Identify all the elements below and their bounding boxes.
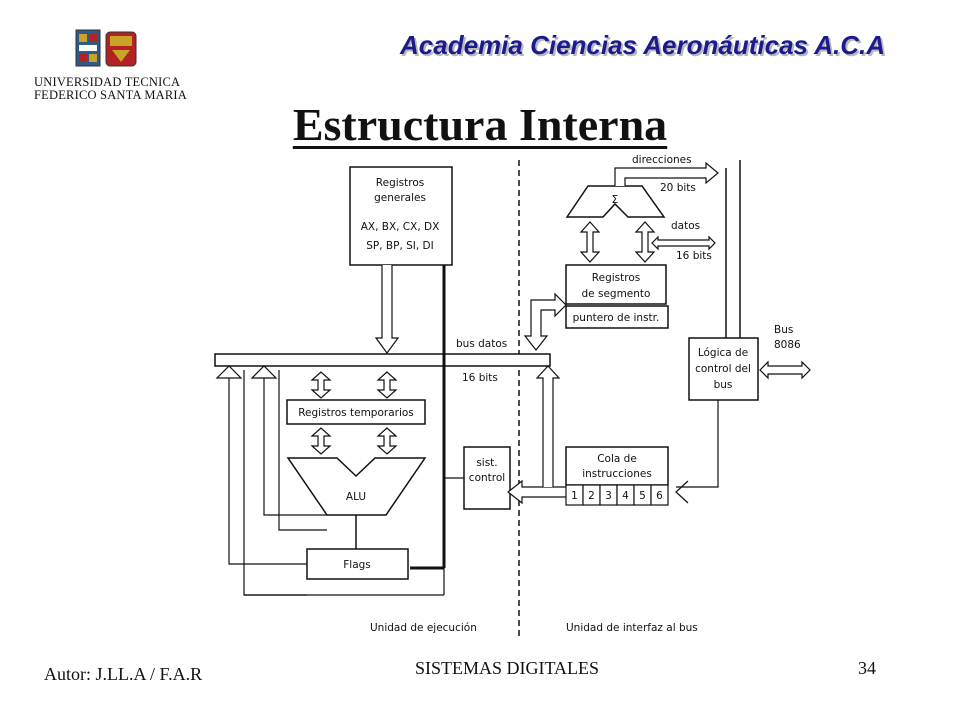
registros-temporarios-label: Registros temporarios <box>298 407 414 419</box>
cola-line-2: instrucciones <box>582 468 652 480</box>
cola-slot-2: 2 <box>588 490 595 502</box>
cola-line-1: Cola de <box>597 453 637 465</box>
logica-control-line-2: control del <box>695 363 751 375</box>
alu-shape <box>286 457 427 516</box>
registros-generales-line-2: generales <box>374 192 426 204</box>
registros-temporarios-box <box>286 399 426 425</box>
direcciones-label: direcciones <box>632 154 692 166</box>
dir-bits-label: 20 bits <box>660 182 696 194</box>
cola-slot-4: 4 <box>622 490 629 502</box>
puntero-instr-box <box>565 305 669 329</box>
flags-box <box>306 548 409 580</box>
logica-control-line-1: Lógica de <box>698 347 748 359</box>
university-logo <box>34 26 184 106</box>
registros-segmento-line-1: Registros <box>592 272 640 284</box>
university-name: UNIVERSIDAD TECNICA FEDERICO SANTA MARIA <box>34 75 188 102</box>
logica-control-box <box>688 337 759 401</box>
footer-course: SISTEMAS DIGITALES <box>415 658 600 678</box>
cola-slot-6: 6 <box>656 490 663 502</box>
university-line-1: UNIVERSIDAD TECNICA <box>34 75 181 89</box>
logica-control-line-3: bus <box>714 379 733 391</box>
sist-control-line-1: sist. <box>476 457 497 469</box>
academia-heading: Academia Ciencias Aeronáuticas A.C.A <box>400 30 886 60</box>
sigma-adder <box>565 185 666 218</box>
diagram-8086: Registros generales AX, BX, CX, DX SP, B… <box>200 150 830 640</box>
university-line-2: FEDERICO SANTA MARIA <box>34 88 188 102</box>
registros-segmento-box <box>565 264 667 305</box>
sigma-label: Σ <box>612 194 619 206</box>
bus-8086-line-1: Bus <box>774 324 793 336</box>
flags-label: Flags <box>343 559 371 571</box>
registros-generales-box: Registros generales AX, BX, CX, DX SP, B… <box>349 166 453 266</box>
bus-bits-label: 16 bits <box>462 372 498 384</box>
footer-author: Autor: J.LL.A / F.A.R <box>44 664 203 684</box>
cola-slot-3: 3 <box>605 490 612 502</box>
registros-generales-line-3: AX, BX, CX, DX <box>361 221 440 233</box>
footer-page-number: 34 <box>858 658 876 678</box>
datos-label: datos <box>671 220 700 232</box>
bus-datos-label: bus datos <box>456 338 507 350</box>
sist-control-line-2: control <box>469 472 505 484</box>
registros-segmento-line-2: de segmento <box>582 288 651 300</box>
cola-slots <box>565 484 669 506</box>
datos-bits-label: 16 bits <box>676 250 712 262</box>
bus-8086-line-2: 8086 <box>774 339 801 351</box>
unidad-ejecucion-label: Unidad de ejecución <box>370 622 477 634</box>
internal-bus <box>214 353 551 367</box>
cola-slot-5: 5 <box>639 490 646 502</box>
registros-generales-line-4: SP, BP, SI, DI <box>366 240 434 252</box>
cola-slot-1: 1 <box>571 490 578 502</box>
unidad-interfaz-label: Unidad de interfaz al bus <box>566 622 698 634</box>
registros-generales-line-1: Registros <box>376 177 424 189</box>
slide-title: Estructura Interna <box>292 99 668 150</box>
alu-label: ALU <box>346 491 366 503</box>
puntero-instr-label: puntero de instr. <box>573 312 660 324</box>
